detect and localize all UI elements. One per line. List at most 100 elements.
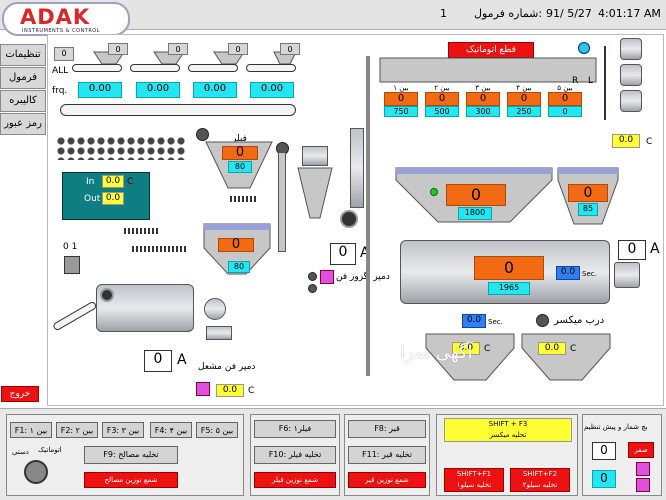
bin-4-sub: 250 xyxy=(507,106,541,117)
mixer-door-icon xyxy=(536,314,549,327)
brand-name: ADAK xyxy=(20,5,91,29)
mixer-amp-unit: A xyxy=(650,241,660,257)
f9-button[interactable]: F9: تخلیه مصالح xyxy=(84,446,178,464)
bin-5: بین ۵ 0 0 xyxy=(548,84,582,117)
bins-chute xyxy=(379,57,597,83)
aggregate-weigh-red[interactable]: شمع توزین مصالح xyxy=(84,472,178,488)
feeder-belt-4 xyxy=(246,64,296,72)
switch-label: 0 1 xyxy=(63,242,78,252)
tank-2 xyxy=(620,64,642,86)
tank-pipe xyxy=(604,46,606,120)
silo-2-temp: 0.0 xyxy=(538,342,566,355)
conveyor-roller xyxy=(196,128,209,141)
filler-weight: 0 xyxy=(568,184,608,202)
exhaust-damper-arrow[interactable] xyxy=(320,270,334,284)
f2-button[interactable]: F2: بین ۲ xyxy=(56,422,98,438)
f4-button[interactable]: F4: بین ۴ xyxy=(150,422,192,438)
f10-button[interactable]: F10: تخلیه فیلر xyxy=(254,446,336,464)
bin-2-value: 0 xyxy=(425,92,459,106)
pump-icon xyxy=(578,42,590,54)
damper-led-1 xyxy=(308,272,317,281)
f1-button[interactable]: F1: بین ۱ xyxy=(10,422,52,438)
filler-screw xyxy=(230,196,256,202)
batch-counter-title: بچ شمار و پیش تنظیم xyxy=(584,423,648,431)
mode-switch[interactable] xyxy=(64,256,80,274)
f5-button[interactable]: F5: بین ۵ xyxy=(196,422,238,438)
exhaust-fan xyxy=(340,210,358,228)
menu-password[interactable]: رمز عبور xyxy=(0,113,46,135)
f3-button[interactable]: F3: بین ۳ xyxy=(102,422,144,438)
hopper2-value: 0 xyxy=(218,238,254,252)
mixer-ammeter: 0 xyxy=(618,240,646,260)
preset-down-button[interactable] xyxy=(636,478,650,492)
mill-ammeter: 0 xyxy=(144,350,172,372)
bin-1: بین ۱ 0 750 xyxy=(384,84,418,117)
menu-calibrate[interactable]: کالیبره xyxy=(0,90,46,112)
dryer-screw xyxy=(124,228,160,234)
bin-3-value: 0 xyxy=(466,92,500,106)
door-sec-label: Sec. xyxy=(488,318,503,326)
filler-weigh-red[interactable]: شمع توزین فیلر xyxy=(254,472,336,488)
fan-ammeter: 0 xyxy=(330,243,356,265)
tank-r-label: R xyxy=(572,76,579,86)
shift-f1-button[interactable]: SHIFT+F1 تخلیه سیلو۱ xyxy=(444,468,504,492)
dryer-out-temp: 0.0 xyxy=(102,192,124,205)
exhaust-stack xyxy=(350,128,364,208)
dryer-in-temp: 0.0 xyxy=(102,175,124,188)
mode-knob[interactable] xyxy=(24,460,48,484)
mixer-door-label: درب میکسر xyxy=(554,315,605,326)
watermark: آگهی سرا xyxy=(400,342,473,363)
tank-1 xyxy=(620,38,642,60)
bitumen-weigh-red[interactable]: شمع توزین قیر xyxy=(348,472,426,488)
bin-5-sub: 0 xyxy=(548,106,582,117)
bin-2: بین ۲ 0 500 xyxy=(425,84,459,117)
feeder-count-2: 0 xyxy=(168,43,188,55)
exit-button[interactable]: خروج xyxy=(1,386,39,402)
aggregate-target: 1800 xyxy=(458,207,492,220)
f6-button[interactable]: F6: فیلر۱ xyxy=(254,420,336,438)
dryer-out-label: Out xyxy=(84,194,101,204)
feeder-count-1: 0 xyxy=(108,43,128,55)
feeder-freq-1: 0.00 xyxy=(78,82,122,98)
batch-preset[interactable]: 0 xyxy=(592,470,616,488)
silo-1-temp: 0.0 xyxy=(452,342,480,355)
date-display: 91/ 5/27 xyxy=(546,7,592,20)
door-sec: 0.0 xyxy=(462,314,486,328)
menu-formula[interactable]: فرمول xyxy=(0,67,46,89)
mill-motor-base xyxy=(206,326,232,340)
bins-row: بین ۱ 0 750 بین ۲ 0 500 بین ۳ 0 300 بین … xyxy=(384,84,582,117)
cyclone-cone xyxy=(297,167,333,219)
dryer-in-label: In xyxy=(86,177,95,187)
batch-reset-button[interactable]: صفر xyxy=(628,442,654,458)
formula-label: شماره فرمول: xyxy=(474,7,543,20)
shift-f1-key: SHIFT+F1 xyxy=(456,470,492,478)
bin-4-value: 0 xyxy=(507,92,541,106)
f11-button[interactable]: F11: تخلیه قیر xyxy=(348,446,426,464)
bin-2-label: بین ۲ xyxy=(434,84,450,92)
shift-f3-button[interactable]: SHIFT + F3 تخلیه میکسر xyxy=(444,418,572,442)
f8-button[interactable]: F8: قیر xyxy=(348,420,426,438)
shift-f2-button[interactable]: SHIFT+F2 تخلیه سیلو۲ xyxy=(510,468,570,492)
bin-3: بین ۳ 0 300 xyxy=(466,84,500,117)
auto-label: اتوماتیک xyxy=(38,446,62,454)
mixer-sec: 0.0 xyxy=(556,266,580,280)
burner-temp-unit: C xyxy=(248,386,255,396)
bin-2-sub: 500 xyxy=(425,106,459,117)
shift-f2-key: SHIFT+F2 xyxy=(522,470,558,478)
bin-4: بین ۴ 0 250 xyxy=(507,84,541,117)
hot-elevator xyxy=(366,56,370,376)
feeder-belt-3 xyxy=(188,64,238,72)
feeder-belt-2 xyxy=(130,64,180,72)
damper-led-2 xyxy=(308,284,317,293)
feeder-all-value: 0 xyxy=(54,47,74,61)
collector-belt xyxy=(60,104,296,116)
batch-count: 0 xyxy=(592,442,616,460)
bucket-chain xyxy=(56,136,186,160)
mixer-target: 1965 xyxy=(488,282,530,295)
burner-damper-arrow[interactable] xyxy=(196,382,210,396)
bin-1-value: 0 xyxy=(384,92,418,106)
bin-1-sub: 750 xyxy=(384,106,418,117)
menu-settings[interactable]: تنظیمات xyxy=(0,44,46,66)
shift-f3-action: تخلیه میکسر xyxy=(489,431,527,439)
preset-up-button[interactable] xyxy=(636,462,650,476)
